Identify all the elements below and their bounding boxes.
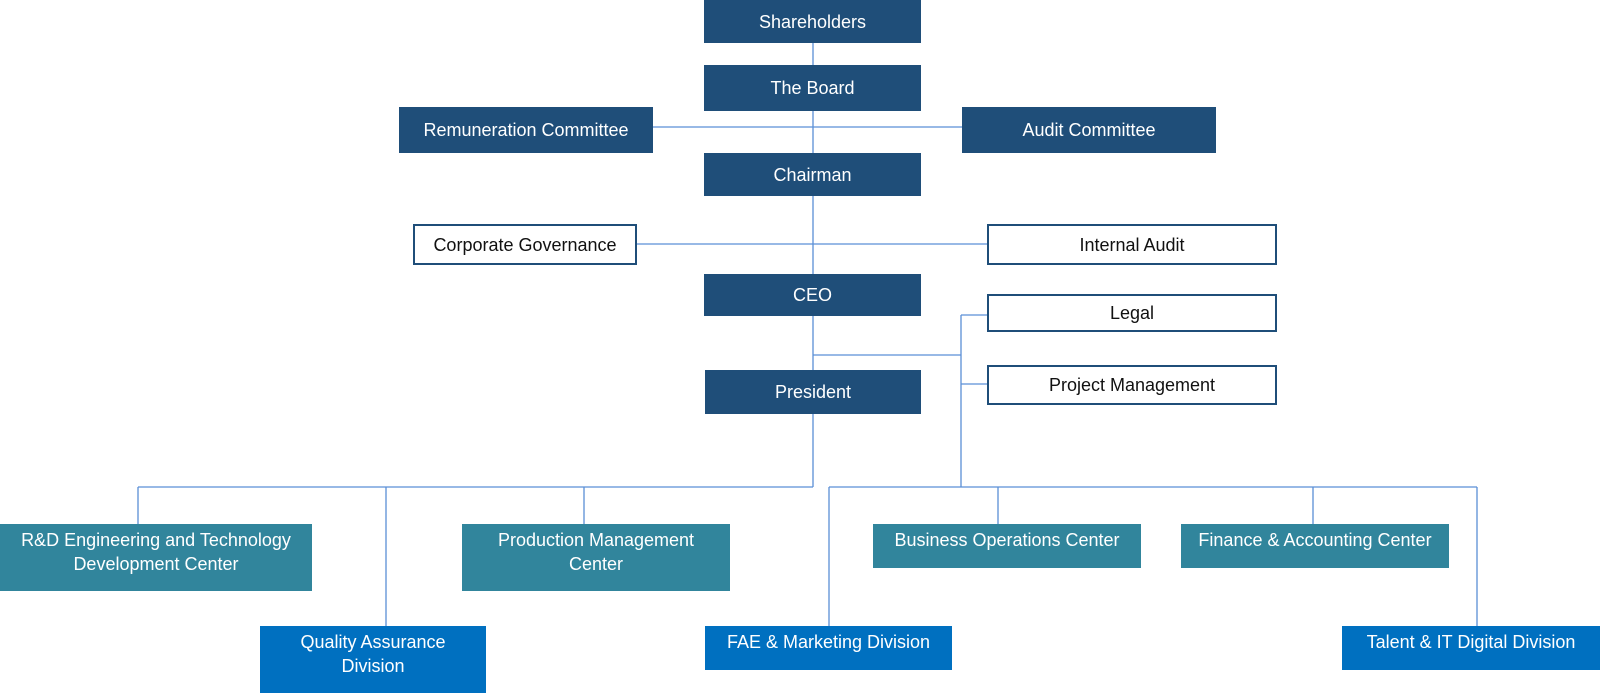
president-box: President — [705, 370, 921, 414]
fae-marketing-division-box: FAE & Marketing Division — [705, 626, 952, 670]
production-center-box: Production Management Center — [462, 524, 730, 591]
legal-label: Legal — [1109, 303, 1155, 323]
finance-accounting-center-box: Finance & Accounting Center — [1181, 524, 1449, 568]
board-box: The Board — [704, 65, 921, 111]
rd-center-label: R&D Engineering and Technology Developme… — [21, 530, 291, 574]
legal-box: Legal — [987, 294, 1277, 332]
fae-marketing-division-label: FAE & Marketing Division — [726, 632, 931, 652]
board-label: The Board — [770, 78, 855, 98]
production-center-label: Production Management Center — [497, 530, 695, 574]
internal-audit-box: Internal Audit — [987, 224, 1277, 265]
business-operations-center-box: Business Operations Center — [873, 524, 1141, 568]
corporate-governance-box: Corporate Governance — [413, 224, 637, 265]
internal-audit-label: Internal Audit — [1079, 234, 1185, 255]
project-management-box: Project Management — [987, 365, 1277, 405]
quality-assurance-division-label: Quality Assurance Division — [300, 632, 446, 676]
talent-it-division-label: Talent & IT Digital Division — [1366, 632, 1576, 652]
quality-assurance-division-box: Quality Assurance Division — [260, 626, 486, 693]
audit-committee-box: Audit Committee — [962, 107, 1216, 153]
ceo-box: CEO — [704, 274, 921, 316]
president-label: President — [774, 382, 852, 402]
remuneration-committee-box: Remuneration Committee — [399, 107, 653, 153]
audit-committee-label: Audit Committee — [1022, 120, 1156, 140]
shareholders-box: Shareholders — [704, 0, 921, 43]
finance-accounting-center-label: Finance & Accounting Center — [1198, 530, 1432, 550]
corporate-governance-label: Corporate Governance — [433, 234, 617, 255]
talent-it-division-box: Talent & IT Digital Division — [1342, 626, 1600, 670]
shareholders-label: Shareholders — [758, 11, 867, 32]
rd-center-box: R&D Engineering and Technology Developme… — [0, 524, 312, 591]
business-operations-center-label: Business Operations Center — [894, 530, 1120, 550]
remuneration-committee-label: Remuneration Committee — [423, 120, 629, 140]
project-management-label: Project Management — [1048, 375, 1216, 395]
ceo-label: CEO — [792, 285, 832, 305]
chairman-label: Chairman — [773, 164, 852, 185]
chairman-box: Chairman — [704, 153, 921, 196]
